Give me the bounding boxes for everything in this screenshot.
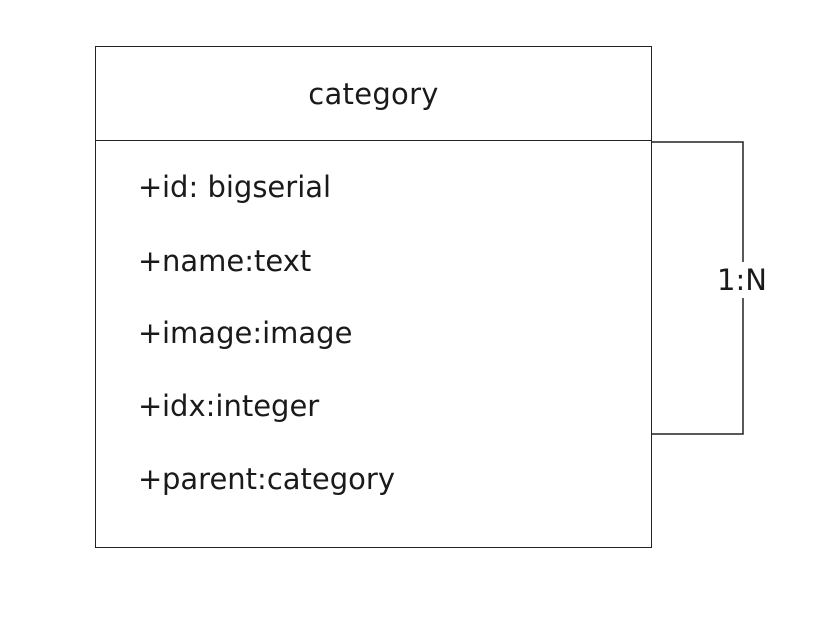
field-parent: + parent:category	[138, 461, 395, 497]
field-text: image:image	[162, 316, 353, 350]
public-marker: +	[138, 389, 163, 423]
entity-title: category	[308, 76, 439, 111]
entity-header: category	[96, 47, 651, 141]
public-marker: +	[138, 244, 163, 278]
field-name: + name:text	[138, 243, 311, 279]
field-image: + image:image	[138, 315, 352, 351]
field-idx: + idx:integer	[138, 388, 319, 424]
field-text: parent:category	[162, 462, 395, 496]
public-marker: +	[138, 462, 163, 496]
field-text: id: bigserial	[162, 170, 332, 204]
public-marker: +	[138, 316, 163, 350]
field-id: + id: bigserial	[138, 169, 331, 205]
field-text: name:text	[162, 244, 312, 278]
field-text: idx:integer	[162, 389, 320, 423]
public-marker: +	[138, 170, 163, 204]
entity-category[interactable]: category + id: bigserial + name:text + i…	[95, 46, 652, 548]
relationship-cardinality-label: 1:N	[716, 262, 768, 298]
